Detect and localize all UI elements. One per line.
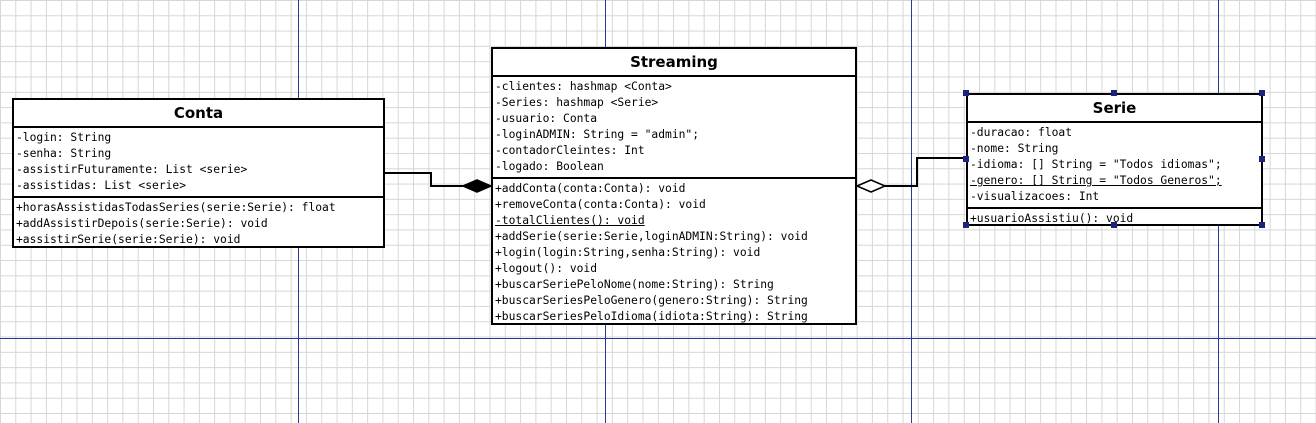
attributes-section: -login: String -senha: String -assistirF… [14, 128, 383, 196]
method-row: +addSerie(serie:Serie,loginADMIN:String)… [495, 230, 808, 243]
method-row: +login(login:String,senha:String): void [495, 246, 761, 259]
class-streaming[interactable]: Streaming -clientes: hashmap <Conta> -Se… [491, 47, 857, 325]
resize-handle-left[interactable] [963, 156, 969, 162]
resize-handle-bottom-left[interactable] [963, 222, 969, 228]
static-method-row: -totalClientes(): void [495, 214, 645, 227]
resize-handle-right[interactable] [1259, 156, 1265, 162]
aggregation-diamond-icon [855, 179, 887, 193]
method-row: +horasAssistidasTodasSeries(serie:Serie)… [16, 201, 336, 214]
attribute-row: -assistirFuturamente: List <serie> [16, 163, 248, 176]
class-name: Conta [14, 100, 383, 128]
attribute-row: -logado: Boolean [495, 160, 604, 173]
method-row: +usuarioAssistiu(): void [970, 212, 1134, 225]
class-conta[interactable]: Conta -login: String -senha: String -ass… [12, 98, 385, 248]
method-row: +removeConta(conta:Conta): void [495, 198, 706, 211]
method-row: +logout(): void [495, 262, 598, 275]
attribute-row: -loginADMIN: String = "admin"; [495, 128, 700, 141]
method-row: +buscarSeriesPeloGenero(genero:String): … [495, 294, 808, 307]
attributes-section: -clientes: hashmap <Conta> -Series: hash… [493, 77, 855, 177]
page-boundary-line [911, 0, 912, 423]
resize-handle-top-right[interactable] [1259, 90, 1265, 96]
attribute-row: -visualizacoes: Int [970, 190, 1100, 203]
attribute-row: -usuario: Conta [495, 112, 598, 125]
attribute-row: -nome: String [970, 142, 1059, 155]
method-row: +addConta(conta:Conta): void [495, 182, 686, 195]
method-row: +addAssistirDepois(serie:Serie): void [16, 217, 268, 230]
resize-handle-top-left[interactable] [963, 90, 969, 96]
methods-section: +usuarioAssistiu(): void [968, 207, 1261, 229]
methods-section: +addConta(conta:Conta): void +removeCont… [493, 177, 855, 327]
attribute-row: -contadorCleintes: Int [495, 144, 645, 157]
class-name: Serie [968, 95, 1261, 123]
method-row: +buscarSeriesPeloIdioma(idiota:String): … [495, 310, 808, 323]
page-boundary-line [0, 338, 1316, 339]
attributes-section: -duracao: float -nome: String -idioma: [… [968, 123, 1261, 207]
attribute-row: -duracao: float [970, 126, 1073, 139]
attribute-row: -senha: String [16, 147, 112, 160]
attribute-row: -idioma: [] String = "Todos idiomas"; [970, 158, 1222, 171]
resize-handle-top[interactable] [1111, 90, 1117, 96]
composition-diamond-icon [461, 179, 493, 193]
method-row: +buscarSeriePeloNome(nome:String): Strin… [495, 278, 774, 291]
class-serie[interactable]: Serie -duracao: float -nome: String -idi… [966, 93, 1263, 226]
method-row: +assistirSerie(serie:Serie): void [16, 233, 241, 246]
attribute-row: -clientes: hashmap <Conta> [495, 80, 672, 93]
aggregation-line[interactable] [885, 157, 967, 187]
composition-line[interactable] [384, 172, 463, 187]
resize-handle-bottom[interactable] [1111, 222, 1117, 228]
attribute-row: -Series: hashmap <Serie> [495, 96, 659, 109]
class-name: Streaming [493, 49, 855, 77]
attribute-row: -assistidas: List <serie> [16, 179, 187, 192]
methods-section: +horasAssistidasTodasSeries(serie:Serie)… [14, 196, 383, 250]
attribute-row: -login: String [16, 131, 112, 144]
static-attribute-row: -genero: [] String = "Todos Generos"; [970, 174, 1222, 187]
resize-handle-bottom-right[interactable] [1259, 222, 1265, 228]
